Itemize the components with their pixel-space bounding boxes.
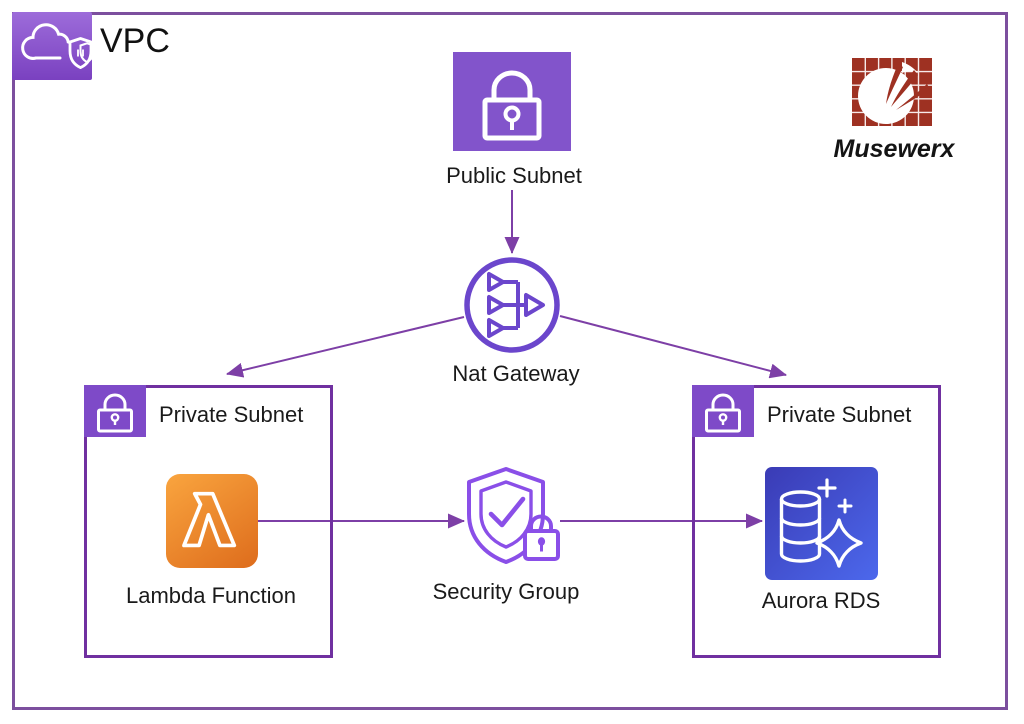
- aurora-rds-label: Aurora RDS: [761, 588, 881, 613]
- vpc-boundary: [12, 12, 1008, 710]
- vpc-label: VPC: [100, 22, 170, 60]
- musewerx-logo: [846, 58, 938, 137]
- private-subnet-right-icon: [692, 385, 754, 437]
- nat-gateway-icon: [462, 255, 562, 360]
- aurora-rds-icon: [765, 467, 878, 585]
- lambda-function-icon: [166, 474, 258, 568]
- subnet-lock-icon: [97, 393, 133, 433]
- security-group-icon: [452, 462, 567, 579]
- private-subnet-right-label: Private Subnet: [767, 402, 912, 427]
- shield-check-lock-icon: [467, 467, 560, 564]
- subnet-lock-icon: [705, 393, 741, 433]
- brand-name: Musewerx: [833, 135, 955, 163]
- nat-gateway-label: Nat Gateway: [452, 361, 580, 386]
- lambda-icon: [182, 491, 237, 548]
- lambda-function-label: Lambda Function: [126, 583, 296, 608]
- private-subnet-left-label: Private Subnet: [159, 402, 304, 427]
- aurora-database-icon: [765, 467, 878, 580]
- public-subnet-icon: [453, 52, 571, 151]
- private-subnet-right-box: Private Subnet: [692, 385, 941, 658]
- subnet-lock-icon: [482, 70, 542, 141]
- cloud-shield-icon: [12, 12, 95, 80]
- security-group-label: Security Group: [432, 579, 580, 604]
- vpc-icon: [12, 12, 95, 80]
- private-subnet-left-icon: [84, 385, 146, 437]
- public-subnet-label: Public Subnet: [446, 163, 582, 188]
- musewerx-logo-icon: [852, 58, 932, 126]
- private-subnet-left-box: Private Subnet: [84, 385, 333, 658]
